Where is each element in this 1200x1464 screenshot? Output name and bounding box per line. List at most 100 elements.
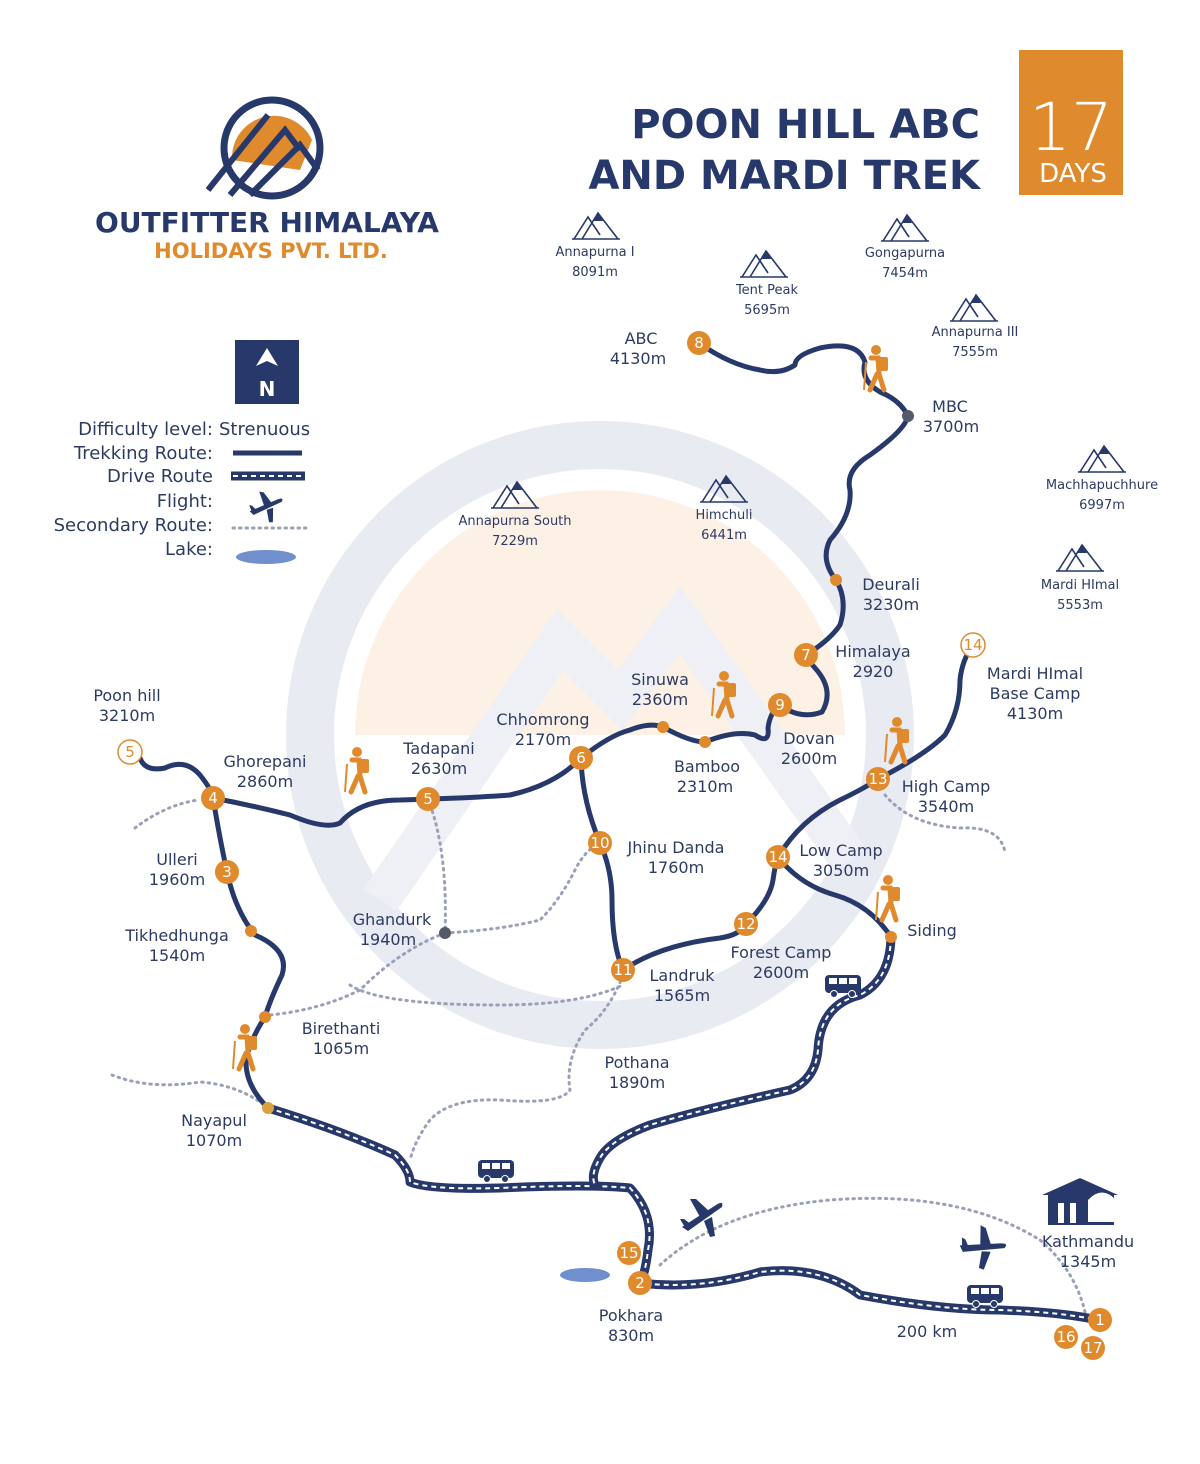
day-node: 10 (588, 831, 612, 855)
legend-secondary: Secondary Route: (54, 515, 213, 536)
background-watermark (286, 421, 914, 1049)
bus-icon (824, 974, 862, 998)
bus-icon (966, 1284, 1004, 1308)
place-name: Jhinu Danda (627, 838, 725, 857)
peak-elevation: 7229m (492, 534, 538, 549)
place-elevation: 2600m (753, 963, 809, 982)
plane-icon (680, 1199, 723, 1237)
brand-subtitle: HOLIDAYS PVT. LTD. (154, 239, 388, 263)
hiker-icon (345, 747, 369, 792)
day-node: 17 (1081, 1336, 1105, 1360)
temple-icon (1042, 1178, 1118, 1225)
peak-elevation: 5695m (744, 303, 790, 318)
peak-name: Mardi HImal (1041, 578, 1119, 593)
place-name: Chhomrong (496, 710, 589, 729)
peak-elevation: 6997m (1079, 498, 1125, 513)
day-node: 5 (117, 739, 143, 765)
day-node: 5 (416, 787, 440, 811)
mountain-icon (571, 212, 621, 240)
place-name: Siding (907, 921, 957, 940)
place-name: Kathmandu (1042, 1232, 1134, 1251)
peak-name: Himchuli (696, 508, 753, 523)
peak-name: Machhapuchhure (1046, 478, 1158, 493)
place-name: Deurali (862, 575, 920, 594)
day-node: 9 (768, 693, 792, 717)
place-elevation: 4130m (1007, 704, 1063, 723)
place-elevation: 2860m (237, 772, 293, 791)
secondary-routes (110, 793, 1087, 1314)
place-elevation: 2920 (853, 662, 894, 681)
day-node: 15 (617, 1241, 641, 1265)
svg-text:11: 11 (613, 961, 632, 979)
place-name: Tadapani (402, 739, 474, 758)
place-elevation: 1070m (186, 1131, 242, 1150)
peak-name: Annapurna South (458, 514, 571, 529)
day-node: 1 (1088, 1308, 1112, 1332)
peak-elevation: 5553m (1057, 598, 1103, 613)
svg-text:16: 16 (1056, 1328, 1075, 1346)
duration-number: 17 (1029, 89, 1113, 166)
place-name: Nayapul (181, 1111, 247, 1130)
place-elevation: 830m (608, 1326, 654, 1345)
place-name: Pothana (604, 1053, 669, 1072)
svg-text:8: 8 (694, 334, 704, 352)
peak-elevation: 7454m (882, 266, 928, 281)
day-node: 7 (794, 643, 818, 667)
day-node: 14 (960, 632, 986, 658)
place-elevation: 2360m (632, 690, 688, 709)
waypoints (245, 410, 914, 1114)
svg-text:9: 9 (775, 696, 785, 714)
place-elevation: 3210m (99, 706, 155, 725)
duration-unit: DAYS (1039, 159, 1107, 189)
place-elevation: 2630m (411, 759, 467, 778)
svg-text:14: 14 (963, 636, 982, 654)
svg-text:5: 5 (125, 743, 135, 761)
drive-routes (263, 932, 1103, 1325)
svg-text:5: 5 (423, 790, 433, 808)
duration-badge: 17 DAYS (1019, 50, 1123, 195)
place-elevation: 1065m (313, 1039, 369, 1058)
place-elevation: 3050m (813, 861, 869, 880)
place-name: Forest Camp (731, 943, 832, 962)
peak-name: Annapurna I (555, 245, 634, 260)
peak-elevation: 6441m (701, 528, 747, 543)
legend-difficulty: Difficulty level: (78, 419, 213, 440)
place-elevation: 1760m (648, 858, 704, 877)
peak-name: Gongapurna (865, 246, 945, 261)
legend-flight: Flight: (157, 491, 213, 512)
day-node: 12 (734, 912, 758, 936)
place-elevation: 1345m (1060, 1252, 1116, 1271)
plane-icon (952, 1220, 1009, 1275)
place-elevation: 1940m (360, 930, 416, 949)
place-elevation: 2310m (677, 777, 733, 796)
place-name: Dovan (783, 729, 835, 748)
place-name: Poon hill (93, 686, 160, 705)
place-name: MBC (932, 397, 968, 416)
svg-text:15: 15 (619, 1244, 638, 1262)
place-name: Ghorepani (224, 752, 307, 771)
place-name: Tikhedhunga (124, 926, 229, 945)
day-node: 11 (611, 958, 635, 982)
day-nodes: 5 4 3 5 6 10 11 12 14 13 14 7 9 8 15 2 1… (117, 331, 1112, 1360)
north-label: N (259, 377, 276, 401)
day-node: 16 (1054, 1325, 1078, 1349)
svg-text:10: 10 (590, 834, 609, 852)
mountain-icon (949, 294, 999, 322)
mountain-icon (739, 250, 789, 278)
drive-distance: 200 km (897, 1322, 957, 1341)
peak-name: Tent Peak (735, 283, 799, 298)
day-node: 8 (687, 331, 711, 355)
brand-name: OUTFITTER HIMALAYA (95, 206, 439, 239)
place-elevation: 3230m (863, 595, 919, 614)
peak-name: Annapurna III (932, 325, 1019, 340)
legend: N Difficulty level: Strenuous Trekking R… (54, 340, 310, 564)
pokhara-lake (560, 1268, 610, 1282)
svg-text:2: 2 (635, 1274, 645, 1292)
place-elevation: 1960m (149, 870, 205, 889)
plane-icon (246, 490, 284, 524)
place-name: High Camp (902, 777, 991, 796)
svg-text:17: 17 (1083, 1339, 1102, 1357)
place-name: Pokhara (599, 1306, 663, 1325)
place-name: Bamboo (674, 757, 740, 776)
